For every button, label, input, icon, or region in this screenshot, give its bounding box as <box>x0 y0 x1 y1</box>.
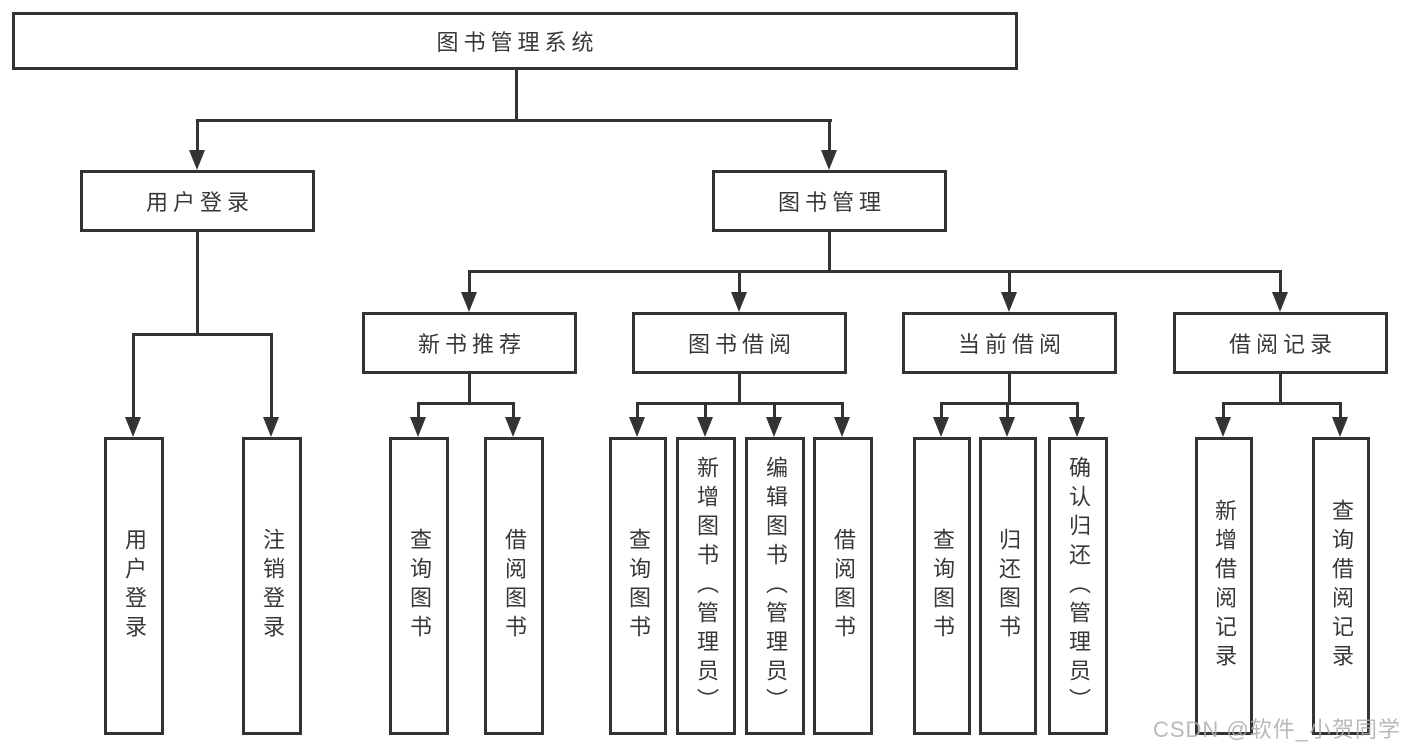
connector-level2-bus <box>468 270 1282 273</box>
arrow-down-icon <box>1069 417 1085 437</box>
connector-drop <box>1006 402 1009 418</box>
leaf-label: 归还图书 <box>996 528 1021 644</box>
connector-borrow-records-stub <box>1279 374 1282 404</box>
leaf-confirm-return-admin: 确认归还（管理员） <box>1048 437 1108 735</box>
leaf-logout: 注销登录 <box>242 437 302 735</box>
leaf-edit-books-admin: 编辑图书（管理员） <box>745 437 805 735</box>
node-book-borrowing: 图书借阅 <box>632 312 847 374</box>
arrow-down-icon <box>505 417 521 437</box>
node-current-borrowing: 当前借阅 <box>902 312 1117 374</box>
connector-drop <box>1339 402 1342 418</box>
arrow-down-icon <box>766 417 782 437</box>
arrow-down-icon <box>461 292 477 312</box>
connector-book-management-stub <box>828 232 831 272</box>
arrow-down-icon <box>410 417 426 437</box>
arrow-down-icon <box>834 417 850 437</box>
connector-new-book-bus <box>417 402 515 405</box>
connector-drop-user-login <box>196 119 199 151</box>
leaf-label: 确认归还（管理员） <box>1066 455 1091 717</box>
arrow-down-icon <box>189 150 205 170</box>
leaf-label: 用户登录 <box>122 528 147 644</box>
connector-drop <box>636 402 639 418</box>
leaf-borrow-books: 借阅图书 <box>813 437 873 735</box>
connector-drop-book-borrow <box>738 270 741 294</box>
arrow-down-icon <box>263 417 279 437</box>
connector-drop <box>417 402 420 418</box>
leaf-add-books-admin: 新增图书（管理员） <box>676 437 736 735</box>
leaf-return-books: 归还图书 <box>979 437 1037 735</box>
leaf-label: 借阅图书 <box>502 528 527 644</box>
connector-drop <box>773 402 776 418</box>
connector-level1-bus <box>196 119 832 122</box>
leaf-query-borrow-record: 查询借阅记录 <box>1312 437 1370 735</box>
node-user-login: 用户登录 <box>80 170 315 232</box>
connector-book-borrow-bus <box>636 402 844 405</box>
connector-drop-current-borrow <box>1008 270 1011 294</box>
connector-drop <box>1076 402 1079 418</box>
leaf-label: 编辑图书（管理员） <box>763 455 788 717</box>
leaf-label: 注销登录 <box>260 528 285 644</box>
connector-drop <box>1222 402 1225 418</box>
connector-root-stub <box>515 70 518 120</box>
arrow-down-icon <box>999 417 1015 437</box>
leaf-user-login: 用户登录 <box>104 437 164 735</box>
connector-user-login-bus <box>132 333 273 336</box>
connector-drop <box>841 402 844 418</box>
arrow-down-icon <box>1215 417 1231 437</box>
arrow-down-icon <box>1272 292 1288 312</box>
connector-drop-borrow-records <box>1279 270 1282 294</box>
arrow-down-icon <box>629 417 645 437</box>
arrow-down-icon <box>1332 417 1348 437</box>
connector-drop <box>940 402 943 418</box>
node-borrowing-records: 借阅记录 <box>1173 312 1388 374</box>
connector-drop-new-book <box>468 270 471 294</box>
leaf-add-borrow-record: 新增借阅记录 <box>1195 437 1253 735</box>
connector-drop <box>704 402 707 418</box>
leaf-query-books-borrowing: 查询图书 <box>609 437 667 735</box>
connector-book-borrow-stub <box>738 374 741 404</box>
csdn-watermark: CSDN @软件_小贺同学 <box>1152 717 1401 742</box>
leaf-label: 查询图书 <box>930 528 955 644</box>
arrow-down-icon <box>697 417 713 437</box>
connector-borrow-records-bus <box>1222 402 1342 405</box>
node-root-library-system: 图书管理系统 <box>12 12 1018 70</box>
connector-drop-leaf-user-login <box>132 333 135 418</box>
connector-user-login-stub <box>196 232 199 335</box>
connector-new-book-stub <box>468 374 471 404</box>
leaf-label: 查询借阅记录 <box>1329 499 1354 673</box>
connector-current-borrow-stub <box>1008 374 1011 404</box>
node-book-management: 图书管理 <box>712 170 947 232</box>
arrow-down-icon <box>125 417 141 437</box>
leaf-label: 查询图书 <box>626 528 651 644</box>
connector-drop-book-management <box>828 119 831 151</box>
arrow-down-icon <box>933 417 949 437</box>
arrow-down-icon <box>821 150 837 170</box>
connector-drop-leaf-logout <box>270 333 273 418</box>
leaf-label: 新增借阅记录 <box>1212 499 1237 673</box>
leaf-label: 新增图书（管理员） <box>694 455 719 717</box>
leaf-label: 查询图书 <box>407 528 432 644</box>
leaf-query-books-current: 查询图书 <box>913 437 971 735</box>
node-new-book-recommendation: 新书推荐 <box>362 312 577 374</box>
connector-current-borrow-bus <box>940 402 1079 405</box>
connector-drop <box>512 402 515 418</box>
leaf-borrow-books-recommend: 借阅图书 <box>484 437 544 735</box>
arrow-down-icon <box>731 292 747 312</box>
leaf-query-books-recommend: 查询图书 <box>389 437 449 735</box>
arrow-down-icon <box>1001 292 1017 312</box>
leaf-label: 借阅图书 <box>831 528 856 644</box>
